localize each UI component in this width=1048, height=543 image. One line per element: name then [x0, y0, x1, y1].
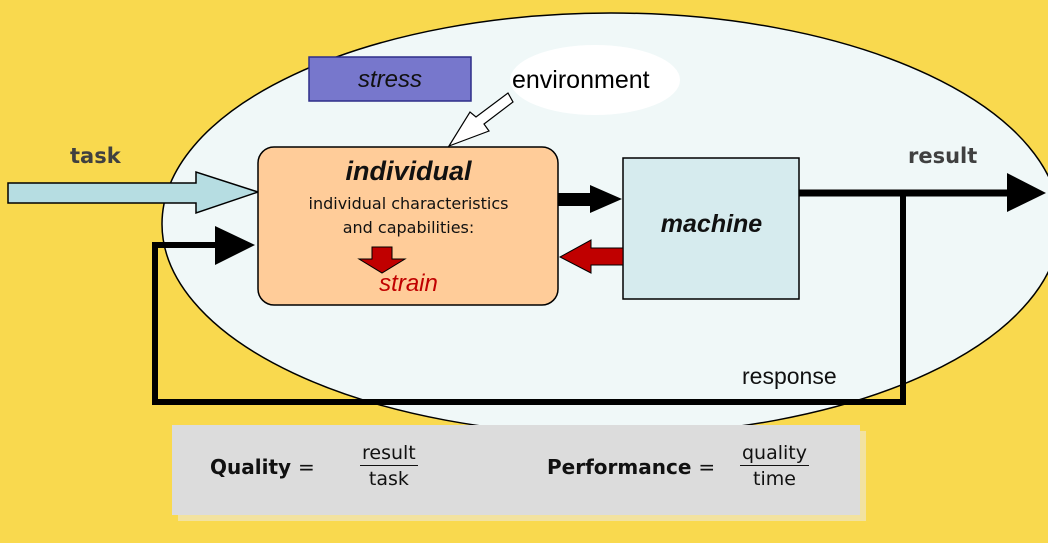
individual-line-2: and capabilities:	[342, 218, 475, 237]
response-label: response	[742, 363, 837, 389]
strain-down-arrow	[357, 246, 407, 274]
individual-description: individual characteristics and capabilit…	[259, 192, 558, 240]
feedback-arrowhead	[215, 226, 255, 265]
individual-title: individual	[345, 156, 472, 186]
strain-label: strain	[379, 270, 438, 297]
performance-fraction: quality time	[740, 442, 809, 490]
machine-to-individual-arrow	[558, 239, 624, 274]
individual-box	[257, 146, 559, 306]
quality-numerator: result	[360, 442, 418, 466]
quality-fraction: result task	[360, 442, 418, 490]
performance-formula-name: Performance =	[547, 455, 716, 479]
environment-bubble	[510, 45, 680, 115]
machine-label: machine	[660, 210, 763, 238]
stress-label: stress	[357, 66, 422, 93]
individual-to-machine-arrow	[558, 185, 622, 213]
stress-box	[308, 56, 472, 102]
result-arrowhead	[1007, 173, 1046, 212]
task-arrow	[7, 170, 261, 215]
environment-label: environment	[512, 66, 650, 94]
machine-box	[622, 157, 800, 300]
performance-numerator: quality	[740, 442, 809, 466]
response-feedback-line	[152, 194, 906, 405]
quality-denominator: task	[368, 468, 409, 490]
performance-denominator: time	[753, 468, 796, 490]
individual-line-1: individual characteristics	[308, 194, 509, 213]
result-label: result	[908, 144, 978, 168]
task-label: task	[70, 144, 121, 168]
formula-box: Quality = result task Performance = qual…	[172, 425, 860, 515]
environment-arrow	[447, 92, 514, 148]
quality-formula-name: Quality =	[210, 455, 315, 479]
